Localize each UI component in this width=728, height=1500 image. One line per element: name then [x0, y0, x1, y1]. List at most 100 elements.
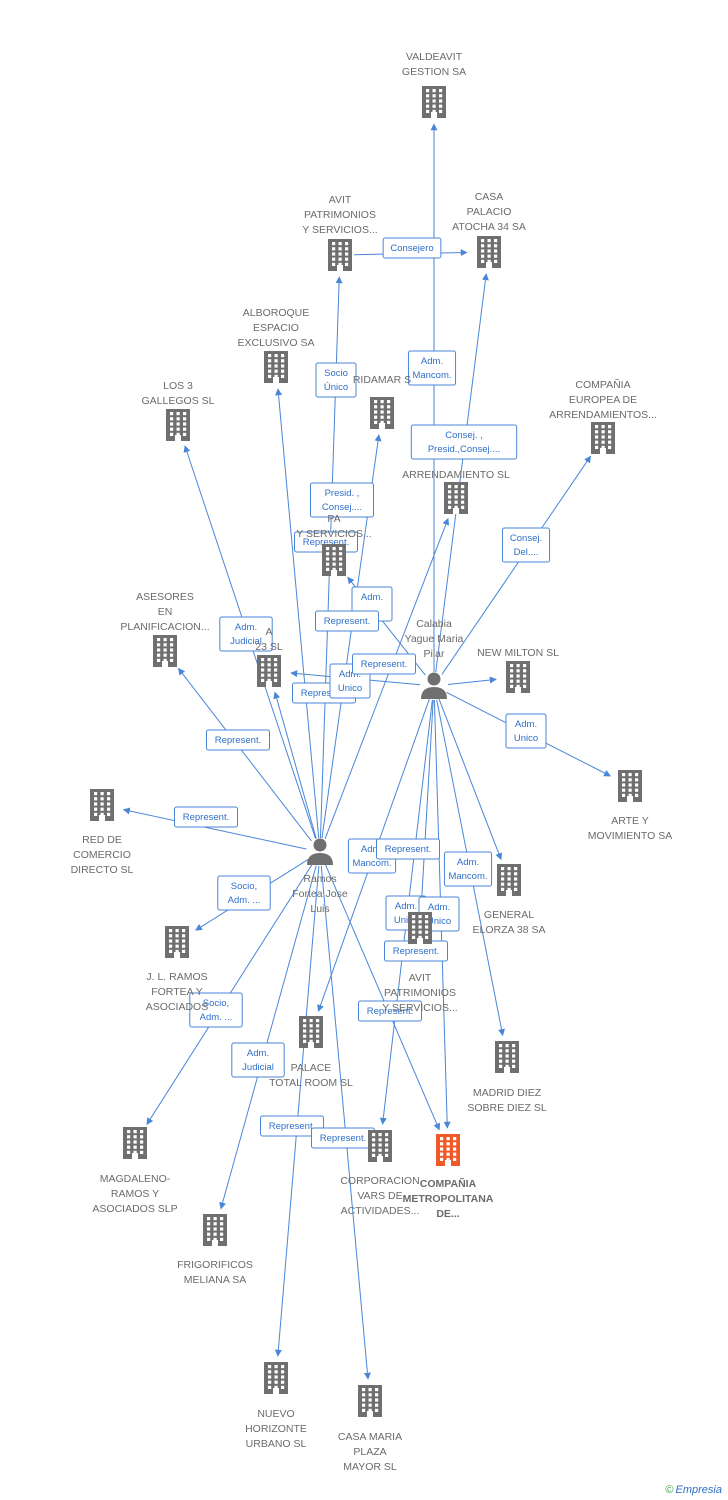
edge-label-ramos-jlramos[interactable]: Socio,Adm. ... — [217, 875, 271, 911]
edge-label-text: Represent. — [301, 688, 347, 699]
building-window — [494, 259, 498, 263]
building-window — [281, 1385, 285, 1389]
edge-label-calabia-general[interactable]: Adm.Mancom. — [443, 851, 493, 887]
edge-label-calabia-arte[interactable]: Adm.Unico — [505, 713, 547, 749]
building-window — [374, 405, 378, 409]
edge-label-ramos-nuevo[interactable]: Represent. — [260, 1115, 324, 1137]
building-window — [309, 1039, 313, 1043]
building-window — [207, 1217, 211, 1221]
edge-label-calabia-newmilton[interactable]: Represent. — [352, 653, 416, 675]
building-door — [175, 435, 181, 441]
company-node-newmilton[interactable]: NEW MILTON SL — [477, 647, 559, 693]
building-window — [512, 1059, 516, 1063]
building-window — [213, 1222, 217, 1226]
building-door — [331, 570, 337, 576]
company-node-asesores[interactable]: ASESORESENPLANIFICACION... — [120, 591, 210, 667]
building-window — [387, 400, 391, 404]
person-icon — [307, 838, 333, 865]
edge-ramos-reddecomercio — [122, 807, 307, 850]
building-window — [100, 797, 104, 801]
edge-label-ramos-compmetro[interactable]: Represent. — [358, 1000, 422, 1022]
building-window — [281, 359, 285, 363]
building-window — [281, 1370, 285, 1374]
edge-label-calabia-compeuropea[interactable]: Consej.Del.... — [501, 527, 551, 563]
building-window — [412, 915, 416, 919]
building-door — [162, 661, 168, 667]
building-window — [183, 432, 187, 436]
edge-label-ramos-reddecomercio[interactable]: Represent. — [174, 806, 238, 828]
edge-label-ramos-casamaria[interactable]: Represent. — [311, 1127, 375, 1149]
edge-label-ramos-los3[interactable]: Adm.Judicial — [219, 616, 273, 652]
edge-label-ramos-frigorificos[interactable]: Adm.Judicial — [231, 1042, 285, 1078]
building-window — [378, 1138, 382, 1142]
building-icon — [322, 544, 346, 576]
building-window — [127, 1150, 131, 1154]
building-window — [595, 425, 599, 429]
building-window — [170, 648, 174, 652]
building-window — [261, 663, 265, 667]
building-window — [176, 422, 180, 426]
building-window — [170, 643, 174, 647]
edge-label-box — [217, 875, 271, 911]
building-door — [273, 377, 279, 383]
brand-watermark[interactable]: ©Empresia — [665, 1484, 722, 1496]
company-node-compmetro[interactable]: COMPAÑIAMETROPOLITANADE... — [403, 1134, 494, 1220]
company-label: FRIGORIFICOS — [177, 1259, 253, 1271]
company-node-arrend[interactable]: ARRENDAMIENTO SL — [402, 469, 510, 514]
building-window — [481, 259, 485, 263]
building-window — [309, 1024, 313, 1028]
building-window — [440, 1157, 444, 1161]
company-label: EN — [158, 606, 173, 618]
company-label: AVIT — [409, 972, 432, 984]
building-window — [268, 1370, 272, 1374]
company-node-pat2[interactable]: PAY SERVICIOS... — [296, 513, 372, 576]
company-node-x23[interactable]: A23 SL — [255, 626, 283, 687]
building-window — [494, 244, 498, 248]
building-window — [94, 792, 98, 796]
building-window — [169, 929, 173, 933]
building-window — [274, 1385, 278, 1389]
edge-label-ramos-alboroque[interactable]: Presid. ,Consej.... — [310, 482, 374, 518]
building-window — [107, 802, 111, 806]
building-window — [501, 887, 505, 891]
building-window — [385, 1153, 389, 1157]
building-window — [601, 430, 605, 434]
building-window — [601, 435, 605, 439]
building-window — [425, 925, 429, 929]
edge-label-calabia-casapalacio[interactable]: Consej. ,Presid.,Consej.... — [410, 424, 518, 460]
company-label: DE... — [436, 1208, 459, 1220]
company-node-ridamar[interactable]: RIDAMAR S — [353, 374, 411, 429]
building-window — [514, 877, 518, 881]
edge-label-avit1-casapalacio[interactable]: Consejero — [382, 237, 442, 259]
edge-label-calabia-palace[interactable]: Represent. — [376, 838, 440, 860]
edge-label-calabia-valdeavit[interactable]: Adm.Mancom. — [407, 350, 457, 386]
building-window — [507, 877, 511, 881]
edge-label-ramos-arrend[interactable]: Represent. — [315, 610, 379, 632]
edge-label-text: Represent. — [183, 812, 229, 823]
edge-label-ramos-magdaleno[interactable]: Socio,Adm. ... — [189, 992, 243, 1028]
edge-label-ramos-asesores[interactable]: Represent. — [206, 729, 270, 751]
building-window — [274, 1375, 278, 1379]
company-label: ARTE Y — [611, 815, 649, 827]
